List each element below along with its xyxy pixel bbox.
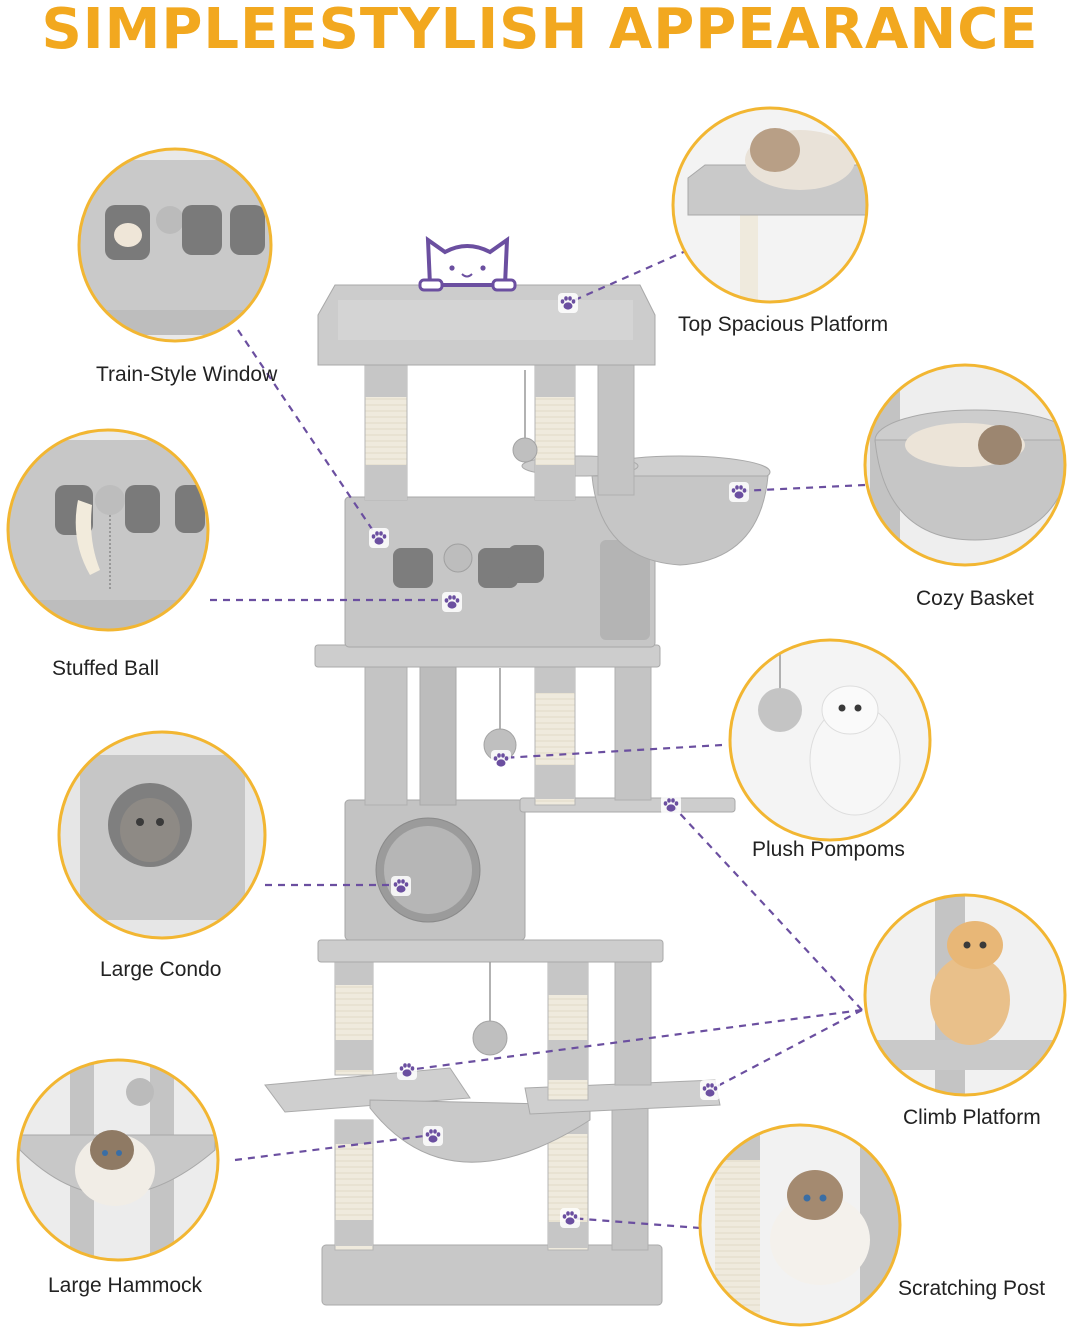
stuffed-ball-photo [6,428,210,632]
paw-icon [661,795,681,815]
label-large-condo: Large Condo [100,958,222,981]
paw-icon [391,876,411,896]
top-platform-photo [671,106,869,304]
paw-icon [700,1080,720,1100]
scratching-post-photo [698,1123,902,1327]
headline: SIMPLEESTYLISH APPEARANCE [41,0,1039,62]
label-stuffed-ball: Stuffed Ball [52,657,160,680]
label-train-window: Train-Style Window [96,363,278,386]
label-plush-pompoms: Plush Pompoms [752,838,905,861]
climb-platform-photo [863,893,1067,1097]
label-cozy-basket: Cozy Basket [916,587,1034,610]
train-window-photo [77,147,273,343]
paw-icon [491,750,511,770]
label-scratching-post: Scratching Post [898,1277,1046,1300]
cozy-basket-photo [863,363,1067,567]
cat-face-icon [418,236,517,292]
label-climb-platform: Climb Platform [903,1106,1041,1129]
paw-icon [729,482,749,502]
label-large-hammock: Large Hammock [48,1274,203,1297]
paw-icon [560,1208,580,1228]
cat-tree [264,236,771,1306]
paw-icon [397,1060,417,1080]
large-condo-photo [57,730,267,940]
plush-pompoms-photo [728,638,932,842]
paw-icon [442,592,462,612]
label-top-platform: Top Spacious Platform [678,313,889,336]
paw-icon [558,293,578,313]
large-hammock-photo [16,1058,220,1262]
leader-lines [210,248,866,1230]
paw-icon [423,1126,443,1146]
paw-icon [369,528,389,548]
